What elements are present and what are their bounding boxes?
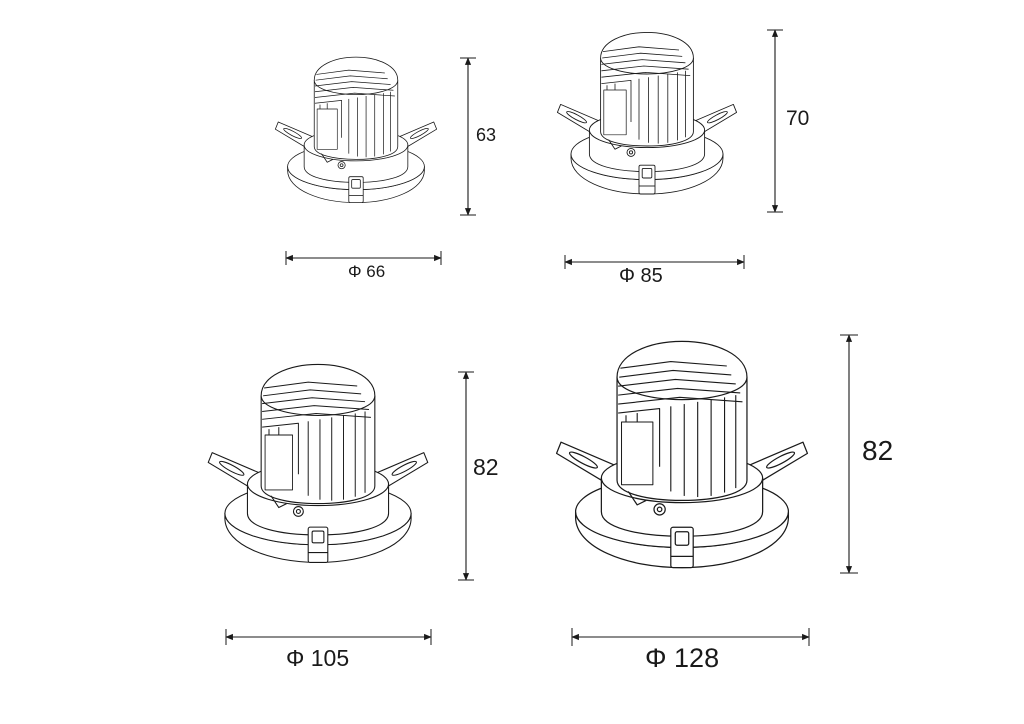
fixture-1-diameter-dimension: Φ 66: [285, 251, 442, 281]
fixture-2-diameter-label: Φ 85: [619, 265, 663, 287]
fixture-3-drawing: [207, 363, 429, 563]
fixture-2-height-label: 70: [786, 107, 809, 130]
fixture-4-diameter-dimension: Φ 128: [571, 628, 810, 673]
fixture-2-height-dimension: 70: [767, 29, 809, 213]
fixture-3-height-label: 82: [473, 454, 499, 480]
fixture-3-diameter-label: Φ 105: [286, 645, 349, 671]
fixture-1-height-label: 63: [476, 125, 496, 145]
fixture-4-height-dimension: 82: [840, 334, 893, 574]
fixture-4-height-label: 82: [862, 435, 893, 466]
fixture-4-diameter-label: Φ 128: [645, 643, 719, 673]
fixture-2-diameter-dimension: Φ 85: [564, 255, 745, 287]
fixture-2-drawing: [556, 31, 738, 195]
fixture-1-diameter-label: Φ 66: [348, 262, 385, 281]
fixture-4-drawing: [555, 340, 809, 569]
fixture-1-drawing: [274, 56, 438, 203]
fixture-3-diameter-dimension: Φ 105: [225, 629, 432, 671]
fixture-1-height-dimension: 63: [460, 57, 496, 216]
fixture-3-height-dimension: 82: [458, 371, 499, 581]
